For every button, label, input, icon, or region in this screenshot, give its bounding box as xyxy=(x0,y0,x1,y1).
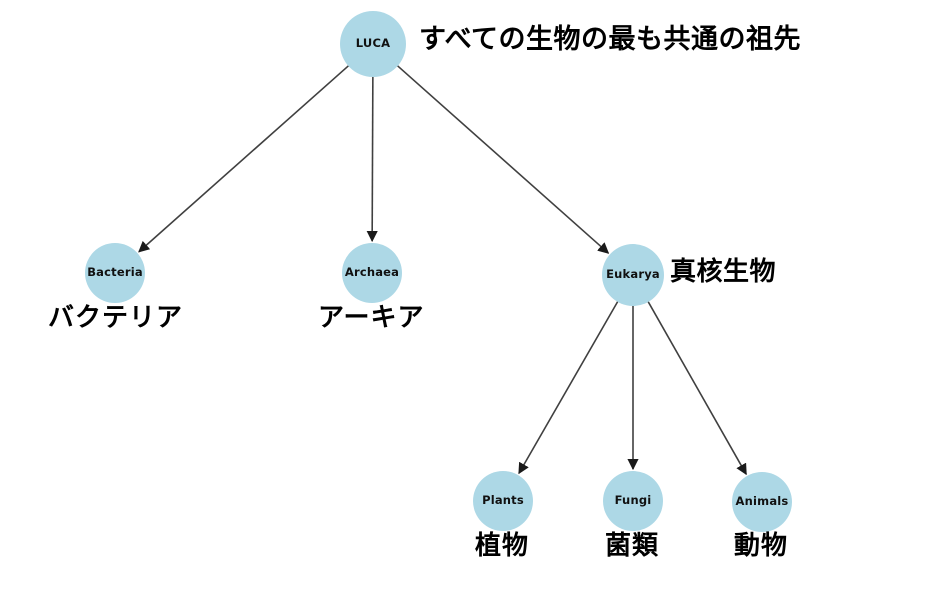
edge-eukarya-to-animals xyxy=(640,289,747,476)
edge-luca-to-bacteria xyxy=(138,55,360,253)
node-animals[interactable]: Animals xyxy=(732,472,792,532)
animals-japanese-caption: 動物 xyxy=(734,531,789,561)
node-luca[interactable]: LUCA xyxy=(340,11,406,77)
node-label-eukarya: Eukarya xyxy=(606,267,660,282)
node-label-archaea: Archaea xyxy=(344,265,400,280)
edge-luca-to-archaea xyxy=(366,62,378,243)
node-plants[interactable]: Plants xyxy=(473,471,533,531)
node-fungi[interactable]: Fungi xyxy=(603,471,663,531)
archaea-japanese-caption: アーキア xyxy=(318,303,425,333)
bacteria-japanese-caption: バクテリア xyxy=(48,303,184,333)
edge-luca-to-eukarya xyxy=(386,55,610,254)
plants-japanese-caption: 植物 xyxy=(475,531,530,561)
eukarya-japanese-label: 真核生物 xyxy=(670,257,777,287)
title-annotation: すべての生物の最も共通の祖先 xyxy=(419,24,802,55)
node-bacteria[interactable]: Bacteria xyxy=(85,243,145,303)
node-eukarya[interactable]: Eukarya xyxy=(602,244,664,306)
node-label-animals: Animals xyxy=(735,494,789,509)
fungi-japanese-caption: 菌類 xyxy=(605,531,660,561)
node-archaea[interactable]: Archaea xyxy=(342,243,402,303)
node-label-fungi: Fungi xyxy=(614,493,652,508)
node-label-plants: Plants xyxy=(482,493,524,508)
node-label-bacteria: Bacteria xyxy=(87,265,143,280)
node-label-luca: LUCA xyxy=(355,36,391,51)
edge-eukarya-to-plants xyxy=(518,289,626,475)
